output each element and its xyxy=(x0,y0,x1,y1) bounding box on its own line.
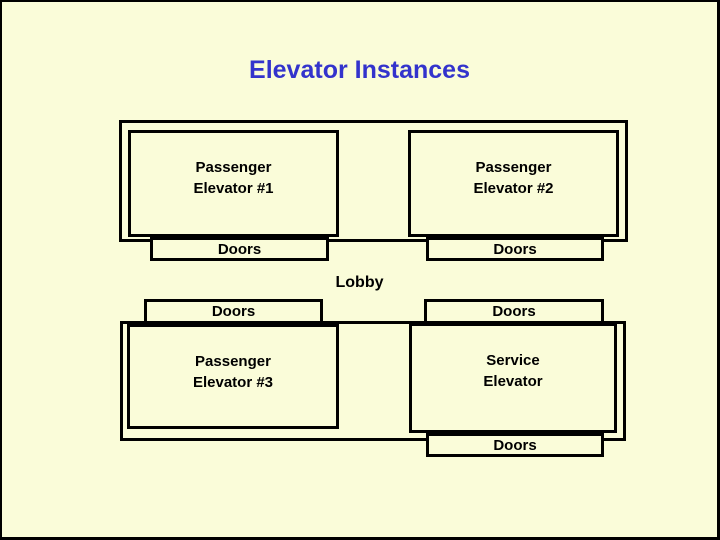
elevator-label-line: Passenger xyxy=(475,159,552,176)
doors-box-passenger-1: Doors xyxy=(150,237,329,261)
elevator-box-passenger-1: Passenger Elevator #1 xyxy=(128,130,339,237)
elevator-label-line: Passenger xyxy=(195,159,272,176)
doors-label: Doors xyxy=(493,240,537,258)
elevator-box-service: Service Elevator xyxy=(409,323,617,433)
elevator-label-line: Elevator #2 xyxy=(473,180,554,197)
doors-box-service-rear-side: Doors xyxy=(426,433,604,457)
doors-box-passenger-2: Doors xyxy=(426,237,604,261)
elevator-bank-top-outline xyxy=(119,120,628,242)
elevator-box-passenger-2: Passenger Elevator #2 xyxy=(408,130,619,237)
elevator-label-line: Passenger xyxy=(195,353,271,370)
doors-label: Doors xyxy=(492,303,536,320)
elevator-label-line: Elevator xyxy=(483,373,543,390)
elevator-bank-bottom-outline xyxy=(120,321,626,441)
doors-label: Doors xyxy=(211,303,256,320)
elevator-label-line: Service xyxy=(486,352,540,369)
elevator-label-line: Elevator #3 xyxy=(192,374,274,391)
doors-box-service-lobby-side: Doors xyxy=(424,299,604,324)
elevator-box-passenger-3: Passenger Elevator #3 xyxy=(127,324,339,429)
elevator-label-line: Elevator #1 xyxy=(193,180,274,197)
doors-label: Doors xyxy=(493,436,537,454)
lobby-label: Lobby xyxy=(335,274,384,291)
doors-box-passenger-3: Doors xyxy=(144,299,323,324)
doors-label: Doors xyxy=(217,240,262,258)
slide-title: Elevator Instances xyxy=(249,56,470,84)
